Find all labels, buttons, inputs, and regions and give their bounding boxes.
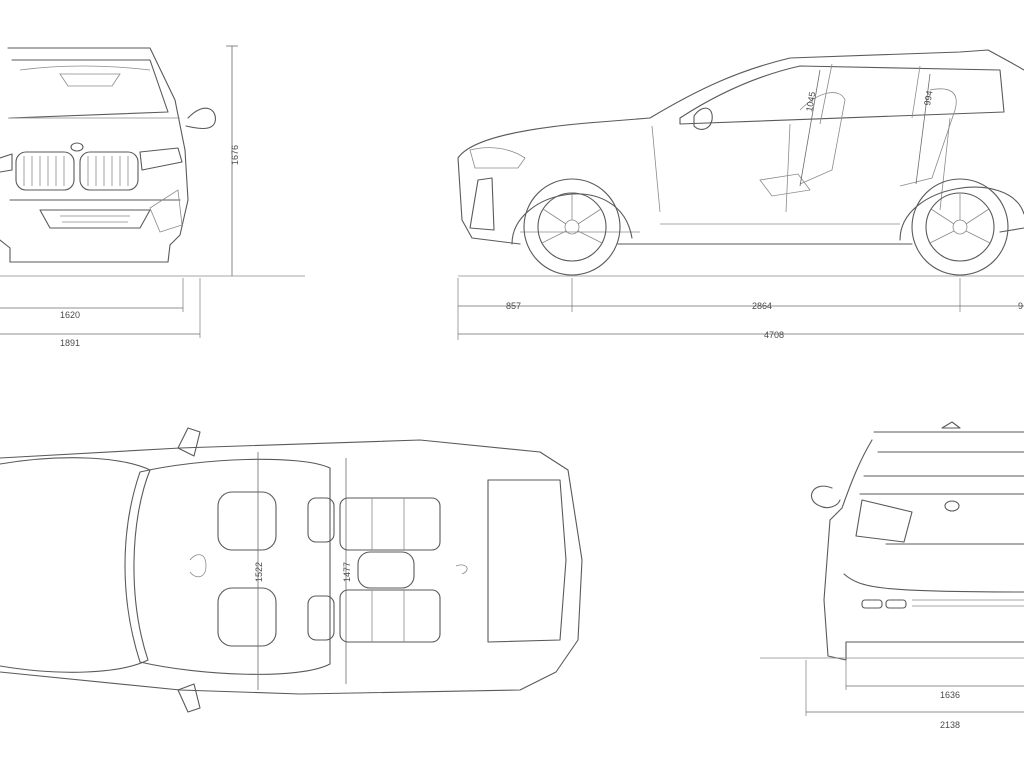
height-label: 1676 xyxy=(230,145,240,165)
front-grille-left xyxy=(15,151,75,191)
overall-length-label: 4708 xyxy=(764,330,784,340)
rear-track-label: 1636 xyxy=(940,690,960,700)
front-track-label: 1620 xyxy=(60,310,80,320)
rear-mirror xyxy=(810,485,841,509)
rear-view: 1636 2138 xyxy=(760,421,1024,730)
mirror-left xyxy=(177,427,201,457)
wheelbase-label: 2864 xyxy=(752,301,772,311)
top-view: 1522 1477 xyxy=(0,427,583,713)
rear-wheel xyxy=(911,178,1009,276)
rear-seat-outline xyxy=(899,88,957,187)
front-seat-left xyxy=(217,491,277,551)
front-view: 1620 1891 1676 xyxy=(0,45,305,348)
rear-bench-left xyxy=(339,497,441,551)
width-with-mirrors-label: 2138 xyxy=(940,720,960,730)
shoulder-front-label: 1522 xyxy=(254,562,264,582)
front-seat-right xyxy=(217,587,277,647)
front-seat-outline xyxy=(799,92,846,185)
mirror-right xyxy=(177,683,201,713)
front-mirror xyxy=(185,107,216,130)
side-view: 1045 994 857 2864 9 4708 xyxy=(457,49,1024,340)
headroom-front-label: 1045 xyxy=(804,91,817,112)
rear-bench-right xyxy=(339,589,441,643)
front-logo-icon xyxy=(70,142,84,152)
rear-lamp xyxy=(855,499,913,543)
overall-width-label: 1891 xyxy=(60,338,80,348)
rear-window xyxy=(487,479,567,643)
front-overhang-label: 857 xyxy=(506,301,521,311)
front-grille-right xyxy=(79,151,139,191)
roof-panel xyxy=(124,458,331,675)
rear-logo-icon xyxy=(944,500,960,512)
rear-overhang-label: 9 xyxy=(1018,301,1023,311)
shoulder-rear-label: 1477 xyxy=(342,562,352,582)
side-mirror xyxy=(693,107,713,130)
headroom-rear-label: 994 xyxy=(922,90,934,107)
front-wheel xyxy=(523,178,621,276)
